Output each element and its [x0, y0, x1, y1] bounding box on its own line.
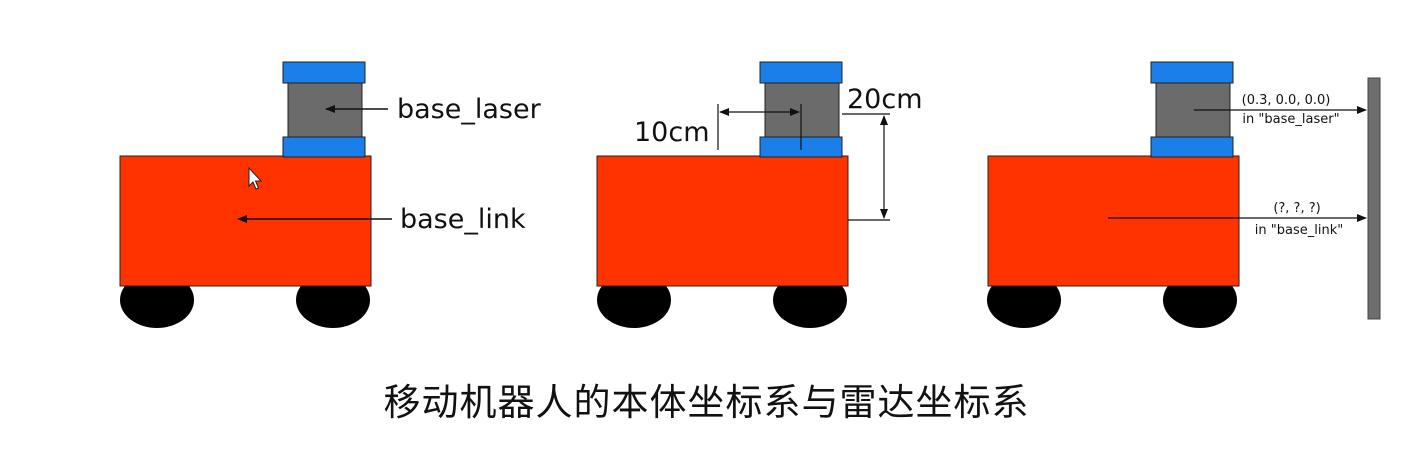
- laser-point-frame: in "base_laser": [1242, 112, 1339, 127]
- robot-panel-3: (0.3, 0.0, 0.0) in "base_laser" (?, ?, ?…: [987, 61, 1381, 328]
- vertical-offset-label: 20cm: [847, 84, 923, 115]
- robot-body: [987, 155, 1240, 287]
- laser-top-cap: [282, 61, 366, 84]
- base-point-coords: (?, ?, ?): [1273, 201, 1320, 216]
- base-point-frame: in "base_link": [1255, 223, 1343, 238]
- wall: [1367, 77, 1381, 320]
- base-frame-label: base_link: [400, 204, 526, 235]
- mouse-cursor-icon: [248, 166, 263, 190]
- laser-core: [764, 82, 840, 139]
- robot-body: [119, 155, 372, 287]
- laser-top-cap: [759, 61, 843, 84]
- horizontal-offset-label: 10cm: [634, 117, 710, 148]
- laser-top-cap: [1150, 61, 1234, 84]
- laser-bottom-cap: [282, 136, 366, 158]
- figure-caption: 移动机器人的本体坐标系与雷达坐标系: [383, 381, 1030, 424]
- laser-bottom-cap: [1150, 136, 1234, 158]
- laser-core: [287, 82, 363, 139]
- laser-frame-label: base_laser: [397, 94, 542, 125]
- robot-panel-2: 10cm 20cm: [596, 61, 923, 328]
- robot-body: [596, 155, 849, 287]
- laser-point-coords: (0.3, 0.0, 0.0): [1242, 93, 1331, 108]
- robot-panel-1: base_laser base_link: [119, 61, 542, 328]
